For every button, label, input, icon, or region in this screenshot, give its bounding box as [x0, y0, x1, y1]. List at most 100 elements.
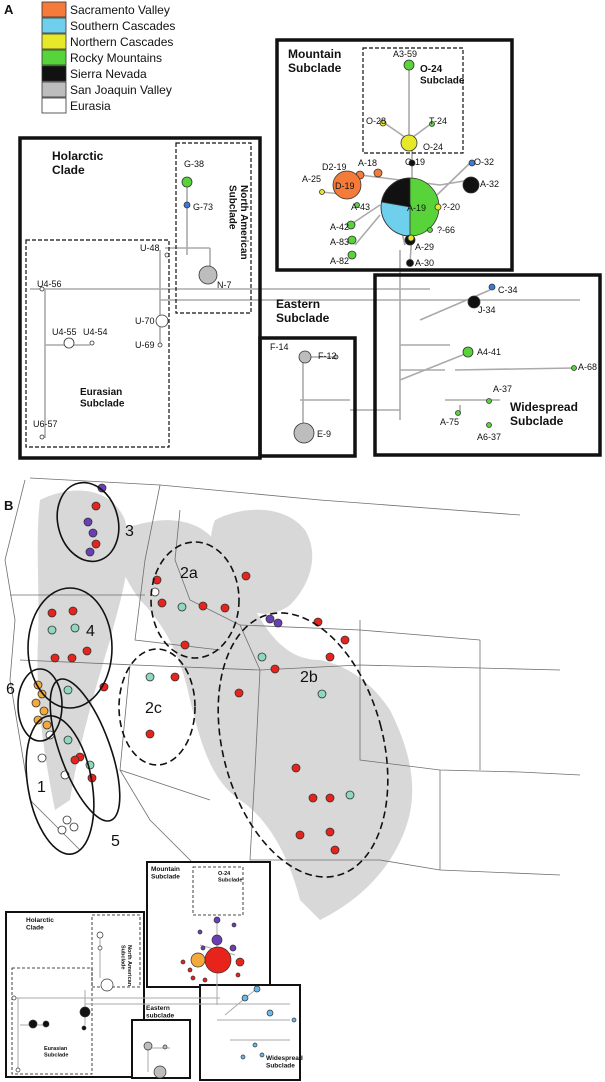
region-label: 4	[86, 623, 95, 640]
haplotype-label: A-25	[302, 174, 321, 184]
haplotype-label: A-19	[407, 203, 426, 213]
haplotype-label: A-68	[578, 362, 597, 372]
haplotype-label: G-38	[184, 159, 204, 169]
label-line: Subclade	[288, 61, 342, 75]
o24-label: O-24	[420, 64, 443, 75]
haplotype-label: D-19	[335, 181, 355, 191]
haplotype-label: A6-37	[477, 432, 501, 442]
legend-swatch	[41, 49, 67, 66]
label-line: Subclade	[420, 76, 465, 87]
haplotype-label: U-48	[140, 243, 160, 253]
haplotype-label: J-34	[478, 305, 496, 315]
legend-swatch	[41, 33, 67, 50]
region-label: 1	[37, 779, 46, 796]
legend-item: Northern Cascades	[41, 33, 173, 50]
eastern-subclade-box	[258, 336, 357, 458]
legend-label: Sierra Nevada	[70, 67, 147, 81]
panel-b-label: B	[4, 498, 13, 513]
region-1-ellipse	[25, 715, 95, 855]
mountain-subclade-label-line1: Mountain	[288, 47, 341, 61]
population-points	[31, 483, 355, 855]
north-american-subclade-box	[175, 142, 252, 314]
haplotype-label: A-75	[440, 417, 459, 427]
label-line: Clade	[26, 924, 44, 931]
label-line: Subclade	[120, 945, 126, 969]
o24-subclade-box	[362, 47, 464, 154]
haplotype-label: O-32	[474, 157, 494, 167]
legend-item: Eurasia	[41, 97, 111, 114]
region-2c-ellipse	[118, 648, 196, 766]
haplotype-label: O-24	[423, 142, 443, 152]
haplotype-label: U6-57	[33, 419, 58, 429]
haplotype-label: C-34	[498, 285, 518, 295]
label-line: Subclade	[276, 311, 330, 325]
label-line: Subclade	[510, 414, 564, 428]
haplotype-label: U-69	[135, 340, 155, 350]
region-5-ellipse	[49, 678, 121, 822]
legend-label: Northern Cascades	[70, 35, 173, 49]
haplotype-label: A-83	[330, 237, 349, 247]
region-2b-ellipse	[217, 612, 389, 878]
haplotype-label: U4-55	[52, 327, 77, 337]
haplotype-label: U4-54	[83, 327, 108, 337]
haplotype-label: E-9	[317, 429, 331, 439]
legend-swatch	[41, 97, 67, 114]
legend-item: Southern Cascades	[41, 17, 175, 34]
legend-label: Rocky Mountains	[70, 51, 162, 65]
state-boundaries	[4, 477, 581, 891]
panel-a-label: A	[4, 2, 14, 17]
inset-north-american-label: North AmericanSubclade	[120, 945, 132, 987]
haplotype-label: ?-20	[442, 202, 460, 212]
legend-label: San Joaquin Valley	[70, 83, 172, 97]
clade-boxes	[18, 38, 602, 460]
haplotype-label: ?-66	[437, 225, 455, 235]
haplotype-label: U4-56	[37, 279, 62, 289]
legend-item: San Joaquin Valley	[41, 81, 172, 98]
haplotype-label: F-12	[318, 351, 337, 361]
haplotype-label: T-24	[429, 116, 447, 126]
legend-label: Southern Cascades	[70, 19, 175, 33]
haplotype-label: N-7	[217, 280, 232, 290]
legend-swatch	[41, 65, 67, 82]
haplotype-label: A-32	[480, 179, 499, 189]
region-label: 2b	[300, 669, 318, 686]
haplotype-label: O-19	[405, 157, 425, 167]
region-3-ellipse	[56, 481, 120, 563]
label-line: Subclade	[266, 1062, 295, 1069]
legend-swatch	[41, 17, 67, 34]
region-label: 3	[125, 523, 134, 540]
region-label: 6	[6, 681, 15, 698]
region-label: 5	[111, 833, 120, 850]
legend-label: Sacramento Valley	[70, 3, 170, 17]
region-4-ellipse	[27, 587, 113, 709]
region-label: 2a	[180, 565, 198, 582]
haplotype-label: A3-59	[393, 49, 417, 59]
label-line: Subclade	[151, 873, 180, 880]
haplotype-label: A-82	[330, 256, 349, 266]
legend-swatch	[41, 81, 67, 98]
legend-item: Sacramento Valley	[41, 1, 170, 18]
haplotype-label: A-42	[330, 222, 349, 232]
label-line: Subclade	[44, 1052, 68, 1058]
legend-item: Rocky Mountains	[41, 49, 162, 66]
region-label: 2c	[145, 700, 162, 717]
label-line: Subclade	[227, 185, 238, 230]
haplotype-label: A-37	[493, 384, 512, 394]
haplotype-label: D2-19	[322, 162, 347, 172]
legend: Sacramento Valley Southern Cascades Nort…	[41, 1, 175, 114]
species-range	[37, 490, 413, 920]
haplotype-label: G-73	[193, 202, 213, 212]
legend-label: Eurasia	[70, 99, 111, 113]
